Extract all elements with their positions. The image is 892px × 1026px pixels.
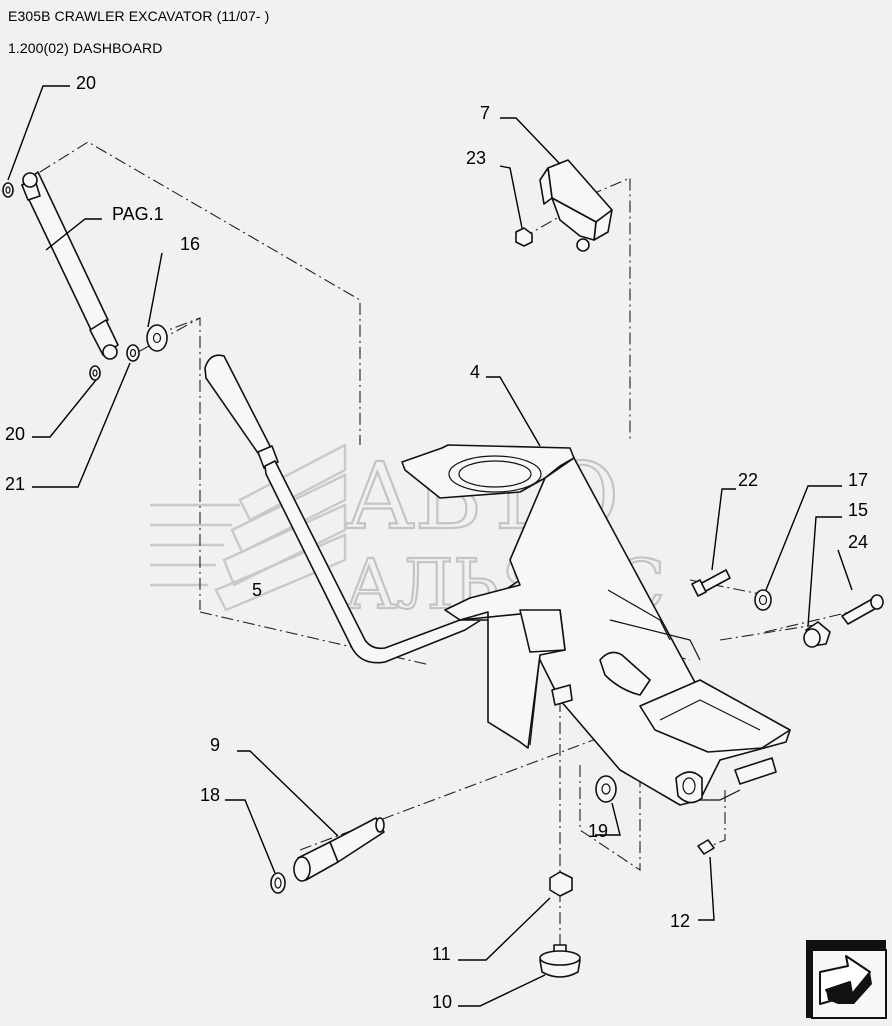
support-frame: [401, 444, 791, 806]
callout-15: 15: [848, 500, 868, 520]
callout-12: 12: [670, 911, 690, 931]
washer-21: [126, 344, 140, 362]
bushing-15: [803, 621, 831, 648]
nut-11: [549, 871, 573, 897]
callout-19: 19: [588, 821, 608, 841]
washer-17: [754, 589, 772, 611]
callout-labels: 20 PAG.1 16 7 23 20 21 4 22 17 15 24 5 9…: [5, 73, 868, 1012]
callout-23: 23: [466, 148, 486, 168]
bracket-7: [539, 159, 613, 252]
screw-12: [697, 839, 715, 855]
callout-20-bottom: 20: [5, 424, 25, 444]
gas-strut: [21, 171, 119, 360]
callout-22: 22: [738, 470, 758, 490]
callout-18: 18: [200, 785, 220, 805]
bolt-22: [691, 569, 731, 597]
pin-24: [841, 594, 884, 625]
page-title: E305B CRAWLER EXCAVATOR (11/07- ): [8, 8, 270, 24]
nut-23: [515, 227, 533, 247]
callout-20-top: 20: [76, 73, 96, 93]
callout-5: 5: [252, 580, 262, 600]
ring-18: [270, 872, 286, 894]
callout-9: 9: [210, 735, 220, 755]
callout-11: 11: [432, 944, 451, 964]
washer-19: [595, 775, 617, 803]
pin-9: [293, 817, 385, 882]
washer-20-bottom: [89, 365, 101, 381]
washer-20-top: [2, 182, 14, 198]
next-page-arrow-icon[interactable]: [806, 940, 887, 1019]
page-subtitle: 1.200(02) DASHBOARD: [8, 40, 163, 56]
callout-21: 21: [5, 474, 25, 494]
callout-4: 4: [470, 362, 480, 382]
callout-24: 24: [848, 532, 868, 552]
callout-pag1: PAG.1: [112, 204, 164, 224]
washer-16: [146, 324, 168, 352]
rubber-foot-10: [539, 944, 581, 978]
leader-lines: [7, 85, 853, 1007]
callout-7: 7: [480, 103, 490, 123]
callout-17: 17: [848, 470, 868, 490]
callout-16: 16: [180, 234, 200, 254]
callout-10: 10: [432, 992, 452, 1012]
